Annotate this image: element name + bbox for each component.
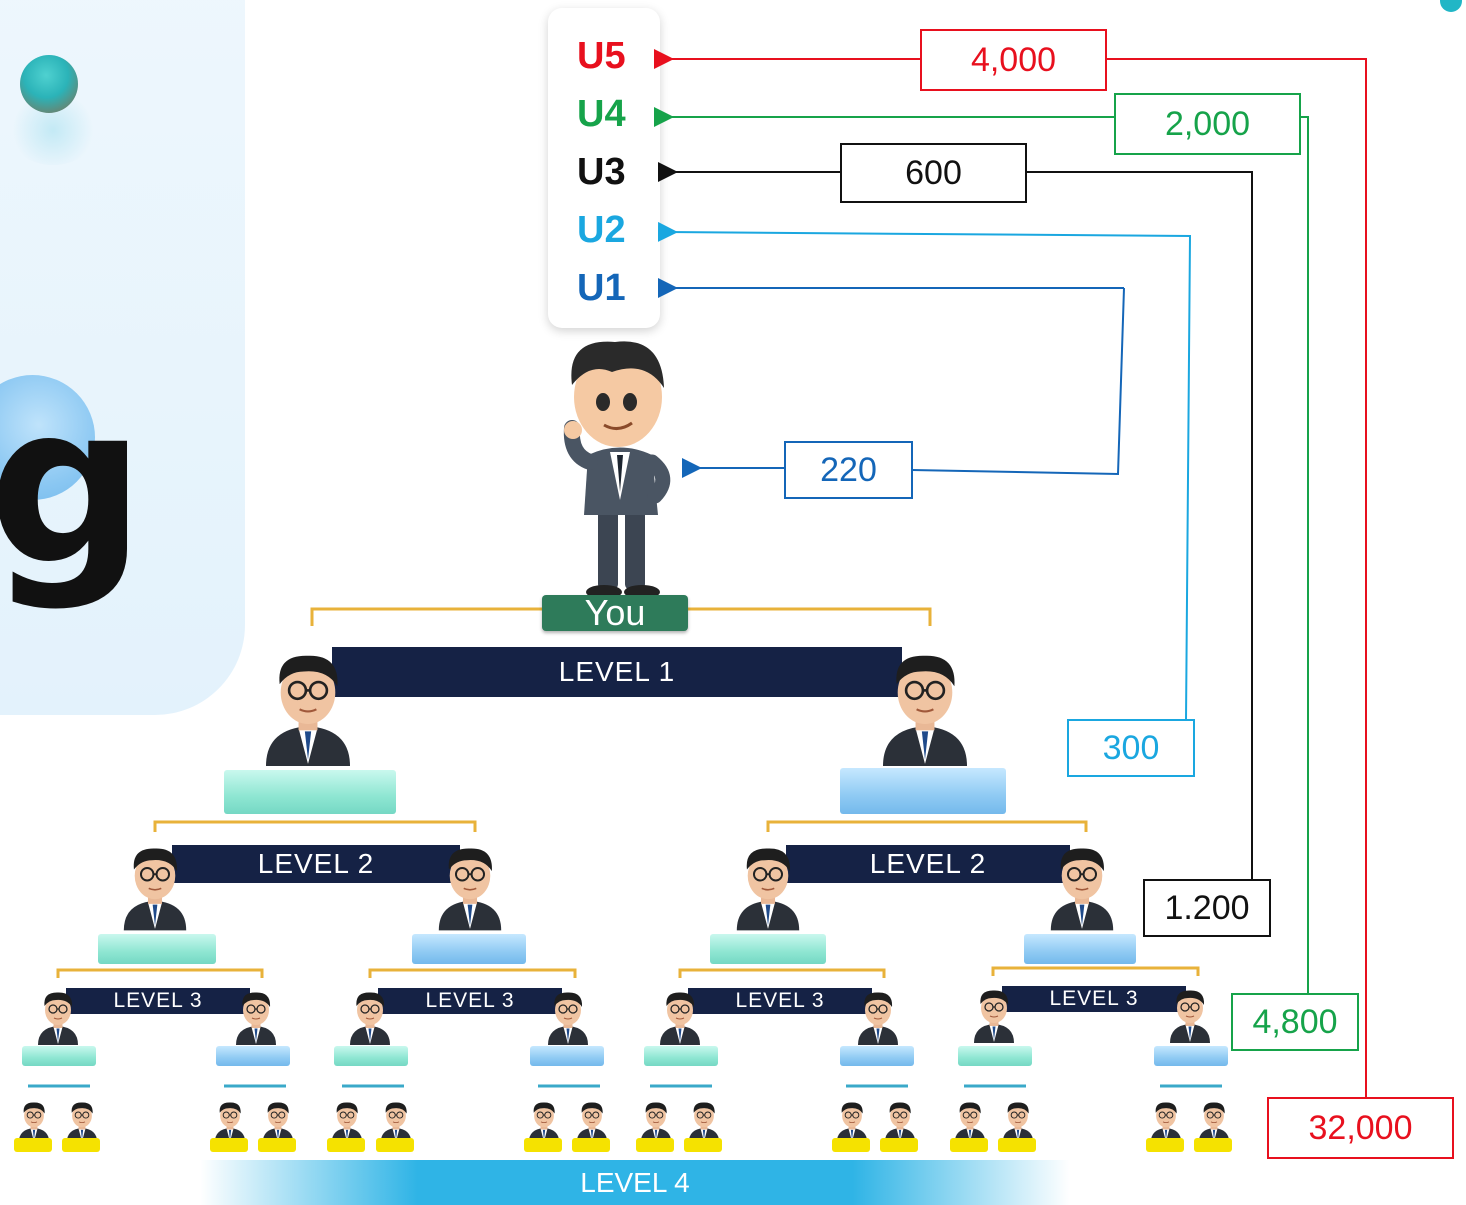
value-4000: 4,000 — [970, 40, 1057, 79]
value-box-4000: 4,000 — [920, 29, 1107, 91]
base-level4 — [327, 1138, 365, 1152]
level-2-bar-right: LEVEL 2 — [786, 845, 1070, 883]
pedestal-level3-2 — [412, 934, 526, 964]
pedestal-level2-left — [224, 770, 396, 814]
value-box-220: 220 — [784, 441, 913, 499]
base-level4 — [1194, 1138, 1232, 1152]
pedestal-level4-5 — [644, 1046, 718, 1066]
value-box-2000: 2,000 — [1114, 93, 1301, 155]
line-4800 — [1300, 116, 1309, 994]
value-box-300: 300 — [1067, 719, 1195, 777]
base-level4 — [1146, 1138, 1184, 1152]
partial-title-letter: g — [0, 357, 146, 613]
rank-u4: U4 — [577, 93, 626, 135]
decorative-panel — [0, 0, 245, 715]
level-3-bar-1: LEVEL 3 — [66, 988, 250, 1014]
level-3-bar-3: LEVEL 3 — [688, 988, 872, 1014]
base-level4 — [998, 1138, 1036, 1152]
base-level4 — [258, 1138, 296, 1152]
line-1200 — [1026, 171, 1253, 880]
level-2-bar-left: LEVEL 2 — [172, 845, 460, 883]
value-600: 600 — [905, 153, 962, 192]
pedestal-level4-6 — [840, 1046, 914, 1066]
value-box-1200: 1.200 — [1143, 879, 1271, 937]
base-level4 — [572, 1138, 610, 1152]
base-level4 — [636, 1138, 674, 1152]
base-level4 — [210, 1138, 248, 1152]
rank-u2: U2 — [577, 209, 626, 251]
line-220-right — [911, 287, 1125, 476]
pedestal-level2-right — [840, 768, 1006, 814]
pedestal-level4-3 — [334, 1046, 408, 1066]
pedestal-level3-1 — [98, 934, 216, 964]
value-box-32000: 32,000 — [1267, 1097, 1454, 1159]
base-level4 — [950, 1138, 988, 1152]
base-level4 — [684, 1138, 722, 1152]
line-u2 — [657, 221, 1192, 721]
base-level4 — [524, 1138, 562, 1152]
value-300: 300 — [1102, 728, 1160, 767]
level-4-bar: LEVEL 4 — [200, 1160, 1070, 1205]
level-3-bar-4: LEVEL 3 — [1002, 986, 1186, 1012]
base-level4 — [376, 1138, 414, 1152]
value-220: 220 — [820, 450, 877, 489]
pedestal-level4-1 — [22, 1046, 96, 1066]
pedestal-level4-2 — [216, 1046, 290, 1066]
decorative-ball-teal — [20, 55, 78, 113]
base-level4 — [832, 1138, 870, 1152]
value-box-4800: 4,800 — [1231, 993, 1359, 1051]
value-4800: 4,800 — [1252, 1002, 1338, 1041]
pedestal-level4-7 — [958, 1046, 1032, 1066]
base-level4 — [62, 1138, 100, 1152]
value-32000: 32,000 — [1308, 1108, 1413, 1147]
pedestal-level4-4 — [530, 1046, 604, 1066]
you-label: You — [542, 592, 688, 633]
pedestal-level4-8 — [1154, 1046, 1228, 1066]
value-box-600: 600 — [840, 143, 1027, 203]
rank-u3: U3 — [577, 151, 626, 193]
line-32000 — [1106, 58, 1367, 1098]
value-1200: 1.200 — [1164, 888, 1250, 927]
pedestal-level3-3 — [710, 934, 826, 964]
rank-card — [548, 8, 660, 328]
pedestal-level3-4 — [1024, 934, 1136, 964]
rank-u1: U1 — [577, 267, 626, 309]
base-level4 — [880, 1138, 918, 1152]
rank-u5: U5 — [577, 35, 626, 77]
base-level4 — [14, 1138, 52, 1152]
value-2000: 2,000 — [1164, 104, 1251, 143]
decorative-dot — [1440, 0, 1462, 12]
level-1-bar: LEVEL 1 — [332, 647, 902, 697]
level-3-bar-2: LEVEL 3 — [378, 988, 562, 1014]
